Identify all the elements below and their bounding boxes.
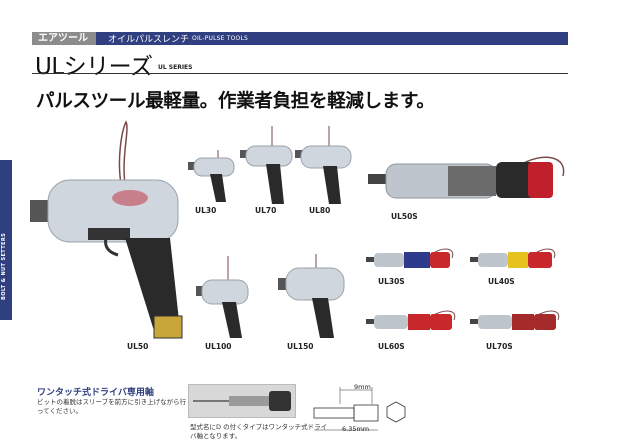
tool-label-ul150: UL150 <box>287 342 314 351</box>
driver-shaft-photo <box>188 384 296 418</box>
tool-label-ul50s: UL50S <box>391 212 418 221</box>
tool-label-ul60s: UL60S <box>378 342 405 351</box>
subcategory-label: オイルパルスレンチ <box>108 35 190 45</box>
tool-label-ul70s: UL70S <box>486 342 513 351</box>
driver-photo-caption: 型式名にD の付くタイプはワンタッチ式ドライバ軸となります。 <box>190 423 328 440</box>
tool-label-ul40s: UL40S <box>488 277 515 286</box>
ul70s-tool-image <box>470 310 560 330</box>
tool-label-ul50: UL50 <box>127 342 149 351</box>
series-title-en: UL SERIES <box>158 64 193 71</box>
ul60s-tool-image <box>366 310 456 330</box>
driver-shaft-image <box>193 391 291 411</box>
subcategory-en-label: OIL-PULSE TOOLS <box>192 35 249 42</box>
ul80-tool-image <box>295 126 352 204</box>
ul100-tool-image <box>196 256 249 338</box>
driver-section-title: ワンタッチ式ドライバ専用軸 <box>37 388 154 398</box>
side-index-label: BOLT & NUT SETTERS <box>1 232 7 300</box>
ul150-tool-image <box>278 254 345 338</box>
category-badge: エアツール <box>32 32 96 45</box>
tool-label-ul80: UL80 <box>309 206 331 215</box>
ul50s-tool-image <box>368 156 565 199</box>
series-title: ULシリーズ <box>35 54 153 80</box>
ul50-tool-image <box>30 120 183 339</box>
title-divider <box>32 73 568 74</box>
headline: パルスツール最軽量。作業者負担を軽減します。 <box>36 91 435 112</box>
ul30-tool-image <box>188 150 235 202</box>
tool-label-ul70: UL70 <box>255 206 277 215</box>
side-index-tab <box>0 160 12 320</box>
dimension-top-label: 9mm <box>354 383 371 391</box>
tool-label-ul30: UL30 <box>195 206 217 215</box>
ul40s-tool-image <box>470 248 556 268</box>
driver-section-note: ビットの着脱はスリーブを前方に引き上げながら行ってください。 <box>37 398 187 415</box>
dimension-bottom-label: 6.35mm <box>342 425 370 433</box>
ul30s-tool-image <box>366 248 454 268</box>
tool-label-ul100: UL100 <box>205 342 232 351</box>
tool-label-ul30s: UL30S <box>378 277 405 286</box>
bit-dimension-diagram <box>313 387 406 431</box>
category-header-bar: エアツール オイルパルスレンチ OIL-PULSE TOOLS <box>32 32 568 45</box>
ul70-tool-image <box>240 126 293 204</box>
